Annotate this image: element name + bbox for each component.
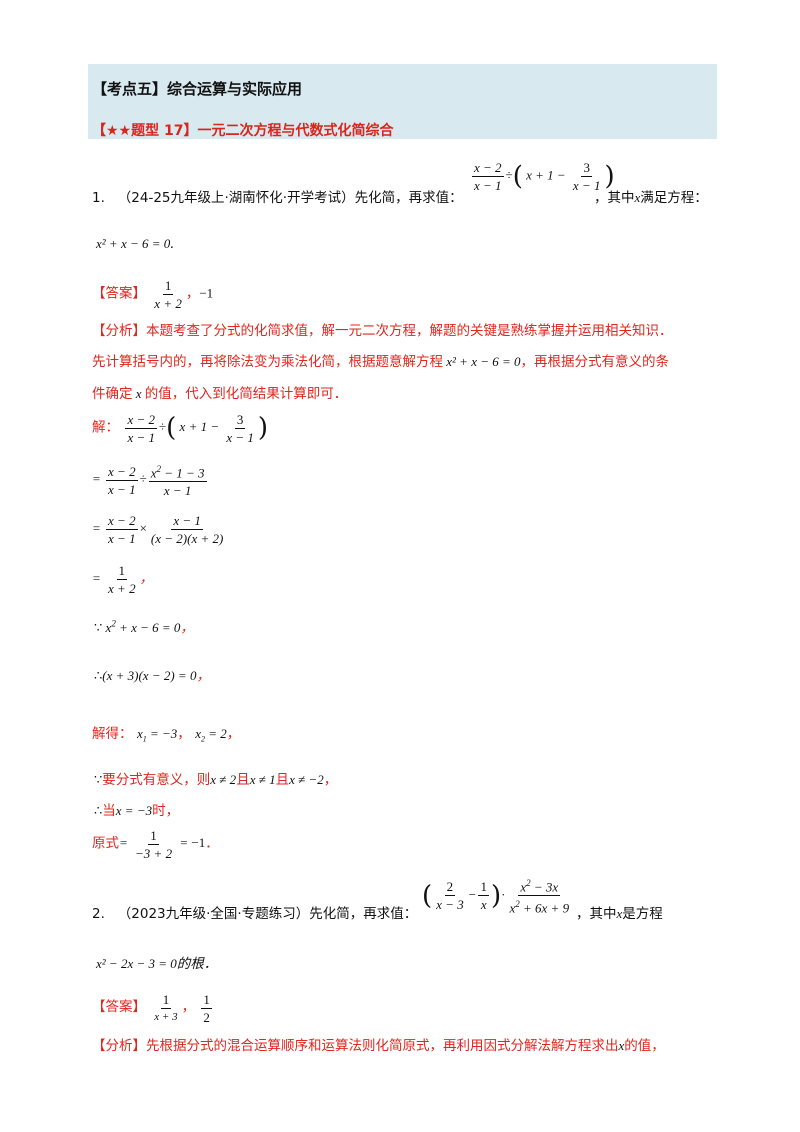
q2-analysis: 【分析】先根据分式的混合运算顺序和运算法则化简原式，再利用因式分解法解方程求出x… xyxy=(92,1038,665,1054)
q2-condition: ，其中x是方程 xyxy=(576,906,663,922)
q1-meaningful: ∵要分式有意义，则x ≠ 2且x ≠ 1且x ≠ −2， xyxy=(94,772,338,788)
answer-label: 【答案】 xyxy=(92,285,146,302)
question-type-title: 【★★题型 17】一元二次方程与代数式化简综合 xyxy=(92,123,394,139)
q1-analysis-line3: 件确定 x 的值，代入到化简结果计算即可． xyxy=(92,386,348,402)
q2-equation: x² − 2x − 3 = 0的根． xyxy=(96,956,218,972)
q1-number: 1. xyxy=(92,190,105,206)
q2-source: （2023九年级·全国·专题练习）先化简，再求值： xyxy=(117,906,418,922)
q2-number: 2. xyxy=(92,906,105,922)
q1-factored: ∴(x + 3)(x − 2) = 0， xyxy=(94,668,210,684)
q1-final: 原式= 1−3 + 2 = −1． xyxy=(92,828,219,861)
section-header-band xyxy=(88,64,717,139)
section-title: 【考点五】综合运算与实际应用 xyxy=(92,80,303,98)
q1-because-equation: ∵ x2 + x − 6 = 0， xyxy=(94,618,194,636)
q1-equation: x² + x − 6 = 0. xyxy=(96,236,175,252)
q1-source: （24-25九年级上·湖南怀化·开学考试）先化简，再求值： xyxy=(117,190,463,206)
q1-condition: ，其中x满足方程： xyxy=(594,190,708,206)
q2-line: 2. （2023九年级·全国·专题练习）先化简，再求值： xyxy=(92,902,417,922)
q1-roots: 解得： x1 = −3， x2 = 2， xyxy=(92,726,241,744)
q1-analysis-line2: 先计算括号内的，再将除法变为乘法化简，根据题意解方程 x² + x − 6 = … xyxy=(92,354,670,370)
q1-when: ∴当x = −3时， xyxy=(94,803,180,819)
q1-analysis-line1: 【分析】本题考查了分式的化简求值，解一元二次方程，解题的关键是熟练掌握并运用相关… xyxy=(92,323,673,339)
q1-line: 1. （24-25九年级上·湖南怀化·开学考试）先化简，再求值： xyxy=(92,186,463,206)
